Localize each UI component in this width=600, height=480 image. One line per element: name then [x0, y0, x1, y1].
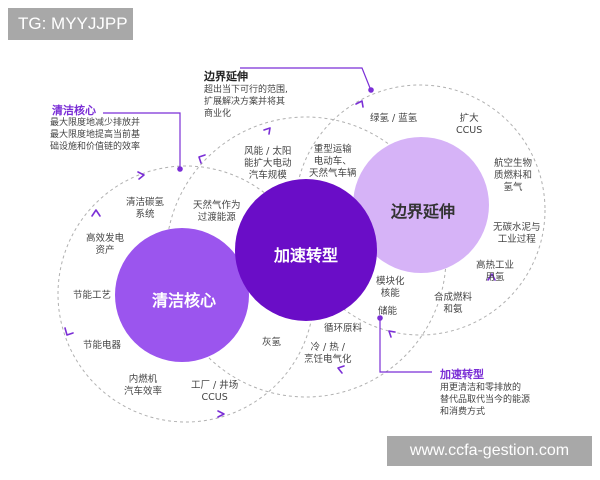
extend-annotation-title: 边界延伸 [204, 70, 248, 83]
label-efficient-power: 高效发电资产 [86, 233, 125, 256]
clean-leader [103, 112, 181, 167]
label-carbon-free-cement: 无碳水泥与工业过程 [493, 222, 541, 245]
label-storage: 储能 [378, 306, 398, 317]
label-wind-solar: 风能 / 太阳能扩大电动汽车规模 [244, 146, 292, 181]
label-heavy-transport: 重型运输电动车、天然气车辆 [309, 144, 357, 179]
clean-circle-title: 清洁核心 [152, 291, 217, 310]
extend-circle-title: 边界延伸 [391, 202, 456, 221]
ring-chevrons [64, 100, 496, 418]
accelerate-circle [235, 179, 377, 321]
clean-annotation-title: 清洁核心 [52, 104, 96, 117]
accelerate-annotation-body: 用更清洁和零排放的 替代品取代当今的能源 和消费方式 [440, 383, 531, 417]
watermark-bottom: www.ccfa-gestion.com [387, 436, 592, 466]
extend-leader [240, 67, 371, 89]
clean-circle [115, 228, 249, 362]
label-gas-transition: 天然气作为过渡能源 [193, 200, 241, 223]
label-circular-feedstock: 循环原料 [324, 323, 363, 334]
label-grey-hydrogen: 灰氢 [262, 337, 282, 348]
label-hightemp-hydrogen: 高热工业用氢 [476, 260, 515, 283]
accelerate-annotation-title: 加速转型 [440, 368, 484, 381]
watermark-top: TG: MYYJJPP [8, 8, 133, 40]
label-synthetic-fuel: 合成燃料和氨 [434, 292, 473, 315]
label-ccs-system: 清洁碳氢系统 [126, 197, 165, 220]
clean-annotation-body: 最大限度地减少排放并 最大限度地提高当前基 础设施和价值链的效率 [50, 118, 141, 152]
leader-lines [103, 67, 432, 373]
label-ice-efficiency: 内燃机汽车效率 [124, 374, 163, 397]
label-cooling-heating: 冷 / 热 /烹饪电气化 [304, 342, 352, 365]
accelerate-leader [379, 320, 432, 373]
extend-circle [353, 137, 489, 273]
label-modular-nuclear: 模块化核能 [376, 276, 405, 299]
label-aviation-fuel: 航空生物质燃料和氢气 [494, 158, 533, 193]
label-energy-process: 节能工艺 [73, 290, 112, 301]
label-green-blue-hydrogen: 绿氢 / 蓝氢 [370, 113, 418, 124]
label-energy-appliance: 节能电器 [83, 340, 122, 351]
extend-annotation-body: 超出当下可行的范围, 扩展解决方案并将其 商业化 [204, 85, 288, 119]
accelerate-circle-title: 加速转型 [274, 246, 339, 265]
